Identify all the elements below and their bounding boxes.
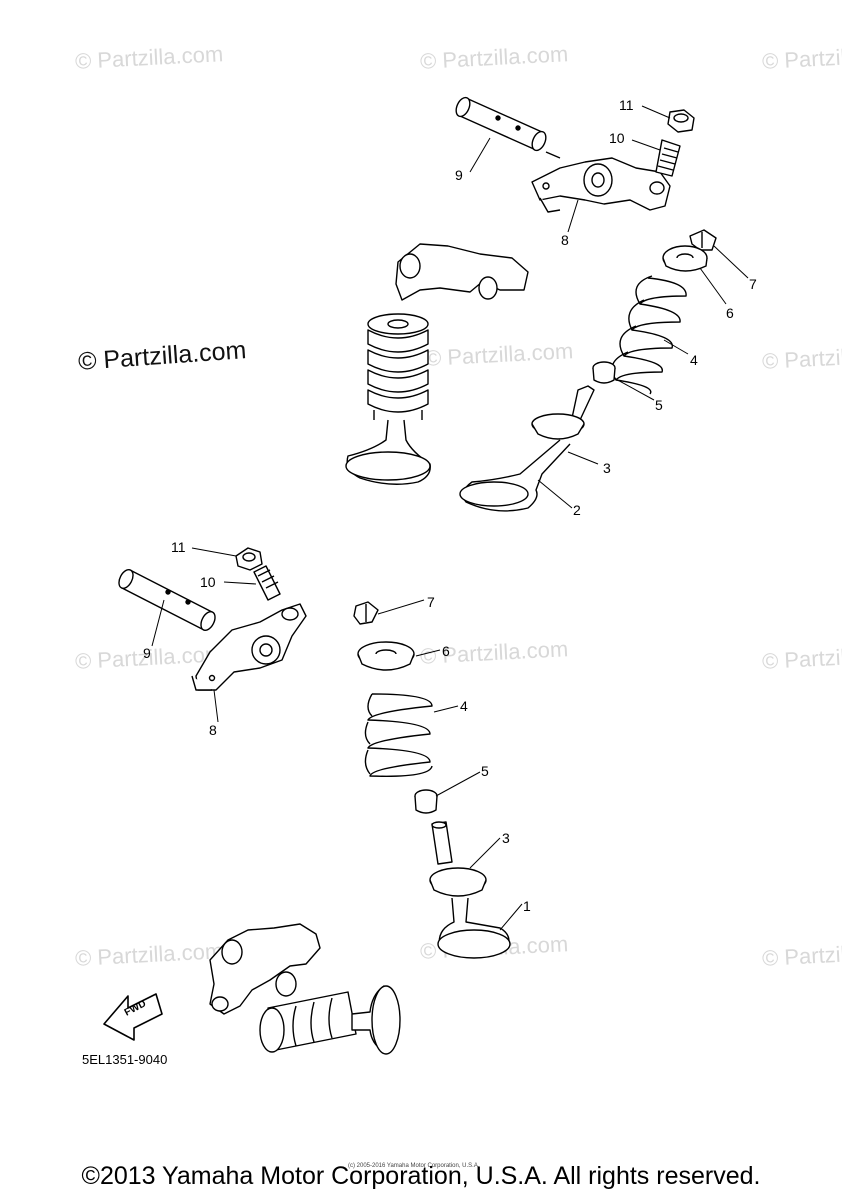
- leader-lines: [152, 106, 748, 930]
- locknut-lower: [236, 548, 262, 570]
- callout-11-upper: 11: [619, 97, 634, 113]
- callout-6-lower: 6: [442, 643, 450, 659]
- valve-spring-upper: [612, 276, 686, 394]
- lower-valvetrain-illustration: [210, 924, 400, 1054]
- rocker-arm-lower: [192, 604, 306, 690]
- valve-spring-lower: [365, 694, 432, 776]
- copyright-text: ©2013 Yamaha Motor Corporation, U.S.A. A…: [81, 1162, 761, 1190]
- callout-3-upper: 3: [603, 460, 611, 476]
- callout-3-lower: 3: [502, 830, 510, 846]
- callout-8-upper: 8: [561, 232, 569, 248]
- valve-spring-illustration: [346, 314, 430, 484]
- tiny-notice: (c) 2005-2016 Yamaha Motor Corporation, …: [348, 1163, 480, 1169]
- valve-stem-seal-lower: [415, 790, 437, 813]
- fwd-arrow-icon: [104, 994, 162, 1040]
- callout-7-lower: 7: [427, 594, 435, 610]
- valve-upper: [460, 386, 594, 511]
- callout-10-lower: 10: [200, 574, 216, 590]
- callout-2-upper: 2: [573, 502, 581, 518]
- adjusting-screw-lower: [254, 566, 280, 600]
- callout-8-lower: 8: [209, 722, 217, 738]
- spring-retainer-upper: [663, 246, 707, 271]
- callout-9-upper: 9: [455, 167, 463, 183]
- rocker-shaft-lower: [116, 567, 218, 632]
- callout-6-upper: 6: [726, 305, 734, 321]
- adjusting-screw-upper: [656, 140, 680, 176]
- callout-10-upper: 10: [609, 130, 625, 146]
- valve-lower: [430, 822, 510, 958]
- valve-cotter-upper: [690, 230, 716, 250]
- rocker-arm-upper: [532, 158, 670, 212]
- callout-4-lower: 4: [460, 698, 468, 714]
- part-code: 5EL1351-9040: [82, 1052, 168, 1067]
- callout-5-lower: 5: [481, 763, 489, 779]
- rocker-arm-illustration: [396, 244, 528, 300]
- callout-11-lower: 11: [171, 539, 186, 555]
- callout-7-upper: 7: [749, 276, 757, 292]
- callout-9-lower: 9: [143, 645, 151, 661]
- callout-1-lower: 1: [523, 898, 531, 914]
- valve-stem-seal-upper: [593, 362, 615, 383]
- locknut-upper: [668, 110, 694, 132]
- callout-5-upper: 5: [655, 397, 663, 413]
- callout-4-upper: 4: [690, 352, 698, 368]
- valve-cotter-lower: [354, 602, 378, 624]
- spring-retainer-lower: [358, 642, 414, 670]
- rocker-shaft-upper: [453, 95, 560, 158]
